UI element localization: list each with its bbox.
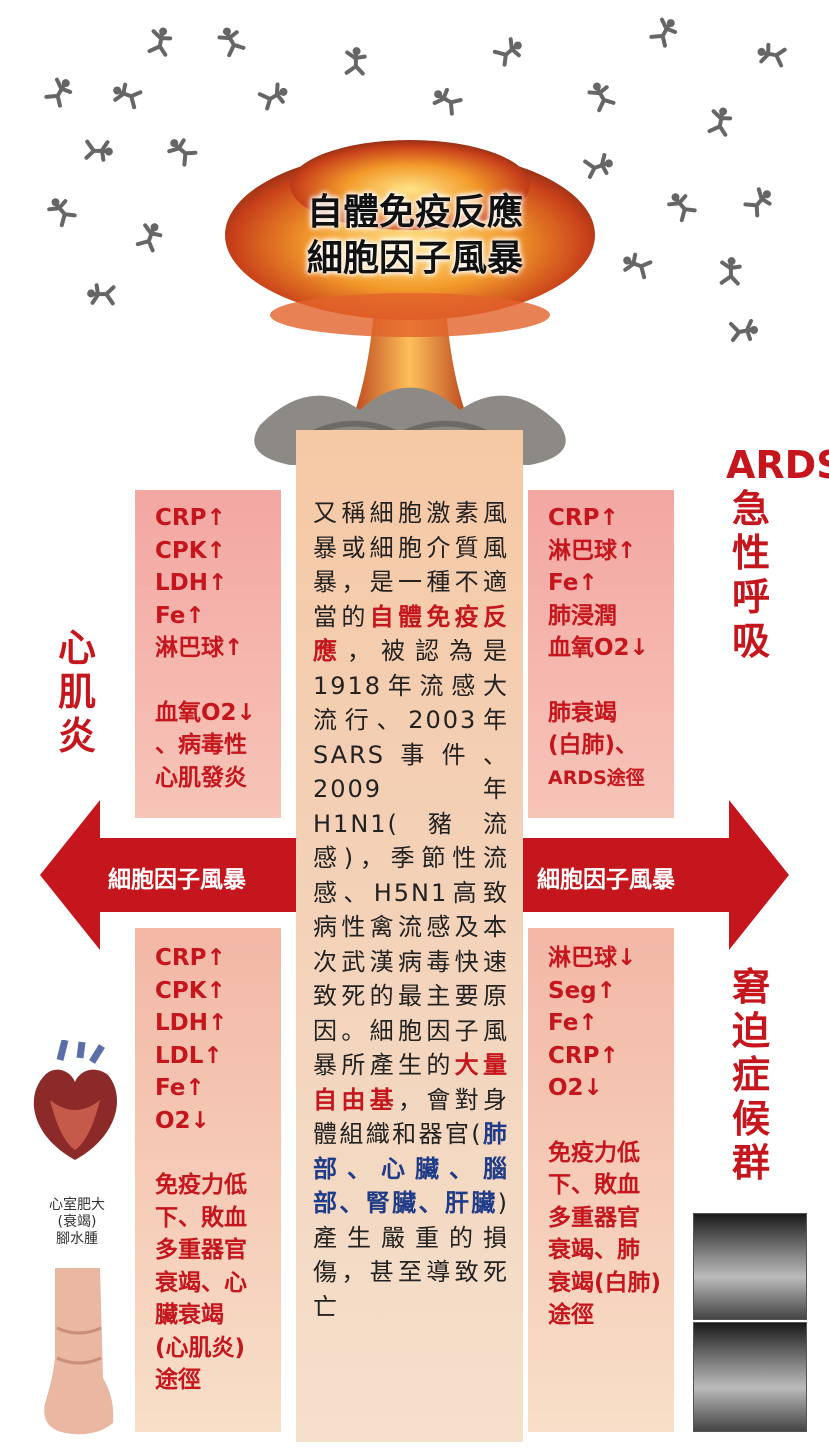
right-arrow <box>523 800 789 950</box>
lab-item: 血氧O2↓ <box>548 635 649 661</box>
desc-highlight-free-radicals: 大量自由基 <box>313 1051 510 1114</box>
desc-part-3: ，會對身體組織和器官( <box>313 1085 509 1149</box>
headline: 自體免疫反應 細胞因子風暴 <box>250 190 580 282</box>
heart-caption: 心室肥大 (衰竭) 腳水腫 <box>22 1197 132 1248</box>
side-label-distress-syndrome: 窘迫症候群 <box>731 965 770 1185</box>
note-line: 多重器官 <box>548 1204 640 1231</box>
desc-organs: 肺部、心臟、腦部、腎臟、肝臟 <box>313 1120 509 1217</box>
lab-item: Fe↑ <box>155 602 205 629</box>
lab-item: CRP↑ <box>155 505 226 531</box>
lab-item: Fe↑ <box>548 570 598 596</box>
note-line: 臟衰竭 <box>155 1302 224 1328</box>
note-line: 衰竭、心 <box>155 1269 247 1296</box>
heart-caption-line-1: 心室肥大 <box>49 1197 105 1213</box>
lab-item: CRP↑ <box>548 505 619 531</box>
note-line: 心肌發炎 <box>155 764 247 791</box>
lab-item: O2↓ <box>548 1075 603 1101</box>
desc-part-1: 又稱細胞激素風暴或細胞介質風暴，是一種不適當的 <box>313 499 509 631</box>
lab-item: Fe↑ <box>155 1075 205 1101</box>
left-bottom-box: CRP↑ CPK↑ LDH↑ LDL↑ Fe↑ O2↓ 免疫力低 下、敗血 多重… <box>135 928 281 1432</box>
center-column <box>296 430 523 1442</box>
swollen-foot-image <box>44 1268 114 1435</box>
chest-xray-image-2 <box>693 1322 807 1432</box>
right-bottom-box: 淋巴球↓ Seg↑ Fe↑ CRP↑ O2↓ 免疫力低 下、敗血 多重器官 衰竭… <box>528 928 674 1432</box>
headline-line-1: 自體免疫反應 <box>306 192 523 233</box>
lab-item: Fe↑ <box>548 1010 598 1036</box>
note-line: 途徑 <box>155 1367 201 1393</box>
note-line: 衰竭、肺 <box>548 1237 640 1263</box>
note-line: 下、敗血 <box>548 1172 640 1198</box>
note-line: 、病毒性 <box>155 732 247 758</box>
note-line: 肺衰竭 <box>548 699 617 726</box>
right-arrow-label: 細胞因子風暴 <box>537 867 675 893</box>
lab-item: Seg↑ <box>548 977 616 1004</box>
side-label-ards: ARDS急性呼吸 <box>726 443 829 663</box>
lab-item: LDL↑ <box>155 1042 223 1069</box>
lab-item: CRP↑ <box>155 945 226 971</box>
headline-line-2: 細胞因子風暴 <box>306 238 523 279</box>
lab-item: CPK↑ <box>155 977 226 1004</box>
lab-item: 肺浸潤 <box>548 602 617 629</box>
left-arrow-label: 細胞因子風暴 <box>108 867 246 893</box>
note-line: 免疫力低 <box>548 1139 640 1166</box>
left-top-box: CRP↑ CPK↑ LDH↑ Fe↑ 淋巴球↑ 血氧O2↓ 、病毒性 心肌發炎 <box>135 490 281 818</box>
lab-item: CPK↑ <box>155 537 226 564</box>
heart-caption-line-2: (衰竭) <box>57 1214 97 1230</box>
mushroom-cloud-illustration <box>225 140 595 465</box>
note-line: 衰竭(白肺) <box>548 1269 662 1296</box>
note-line: (心肌炎) <box>155 1334 246 1361</box>
lab-item: 淋巴球↑ <box>155 635 244 661</box>
heart-caption-line-3: 腳水腫 <box>56 1231 98 1247</box>
note-line: 多重器官 <box>155 1237 247 1263</box>
note-line: 下、敗血 <box>155 1204 247 1231</box>
lab-item: CRP↑ <box>548 1042 619 1069</box>
lab-item: 淋巴球↑ <box>548 537 637 564</box>
right-top-box: CRP↑ 淋巴球↑ Fe↑ 肺浸潤 血氧O2↓ 肺衰竭 (白肺)、 ARDS途徑 <box>528 490 674 818</box>
lab-item: O2↓ <box>155 1107 210 1134</box>
note-line: ARDS途徑 <box>548 766 645 789</box>
center-description: 又稱細胞激素風暴或細胞介質風暴，是一種不適當的自體免疫反應，被認為是1918年流… <box>313 496 509 1324</box>
note-line: (白肺)、 <box>548 732 639 758</box>
desc-part-2: ，被認為是1918年流感大流行、2003年SARS事件、2009年H1N1(豬流… <box>313 637 509 1079</box>
lab-item: LDH↑ <box>155 1010 228 1036</box>
heart-image <box>33 1040 118 1160</box>
left-arrow <box>40 800 296 950</box>
arrows-layer <box>40 800 789 950</box>
desc-part-4: )產生嚴重的損傷，甚至導致死亡 <box>313 1189 509 1321</box>
note-line: 血氧O2↓ <box>155 699 256 726</box>
desc-highlight-autoimmune: 自體免疫反應 <box>313 602 510 666</box>
side-label-myocarditis: 心肌炎 <box>57 626 96 758</box>
note-line: 免疫力低 <box>155 1172 247 1198</box>
note-line: 途徑 <box>548 1302 594 1328</box>
lab-item: LDH↑ <box>155 570 228 596</box>
chest-xray-image-1 <box>693 1213 807 1320</box>
lab-item: 淋巴球↓ <box>548 945 637 971</box>
